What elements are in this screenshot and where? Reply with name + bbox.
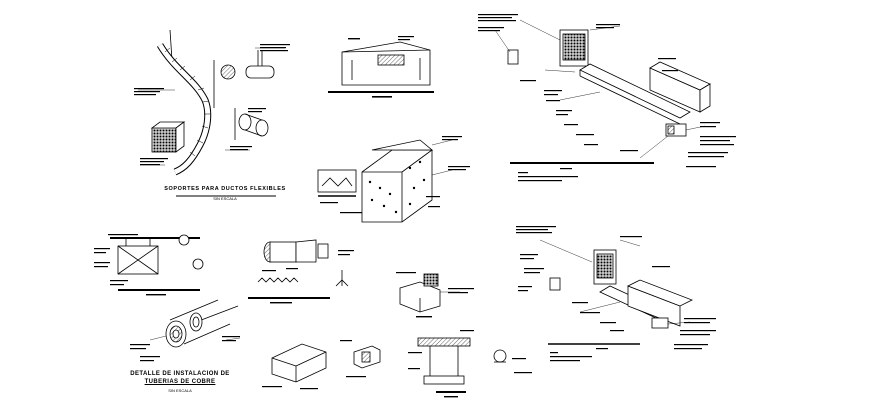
detail-center-duct-box — [317, 139, 453, 223]
detail-copper-pipes — [130, 299, 241, 362]
detail-ceiling-section — [94, 234, 204, 296]
detail-hanger-section — [408, 330, 532, 398]
caption-copper-pipe-scale: SIN ESCALA — [168, 388, 192, 393]
caption-flex-duct-scale: SIN ESCALA — [213, 196, 237, 201]
detail-top-center-notes — [348, 36, 414, 98]
detail-lower-right-installation — [516, 226, 716, 362]
caption-flex-duct-supports: SOPORTES PARA DUCTOS FLEXIBLES — [164, 186, 286, 192]
detail-center-duct-notes — [320, 136, 470, 214]
detail-flex-duct-notes — [134, 44, 290, 166]
caption-copper-pipe-line1: DETALLE DE INSTALACION DE — [130, 371, 230, 377]
detail-top-right-notes — [478, 14, 736, 182]
detail-flex-duct-supports — [138, 29, 285, 176]
caption-copper-pipe-line2: TUBERIAS DE COBRE — [144, 379, 216, 385]
detail-top-center-section — [328, 41, 434, 93]
detail-duct-collar — [248, 239, 354, 304]
detail-top-right-installation — [494, 19, 711, 164]
detail-duct-pieces — [262, 340, 381, 390]
detail-insulated-box — [396, 272, 474, 318]
